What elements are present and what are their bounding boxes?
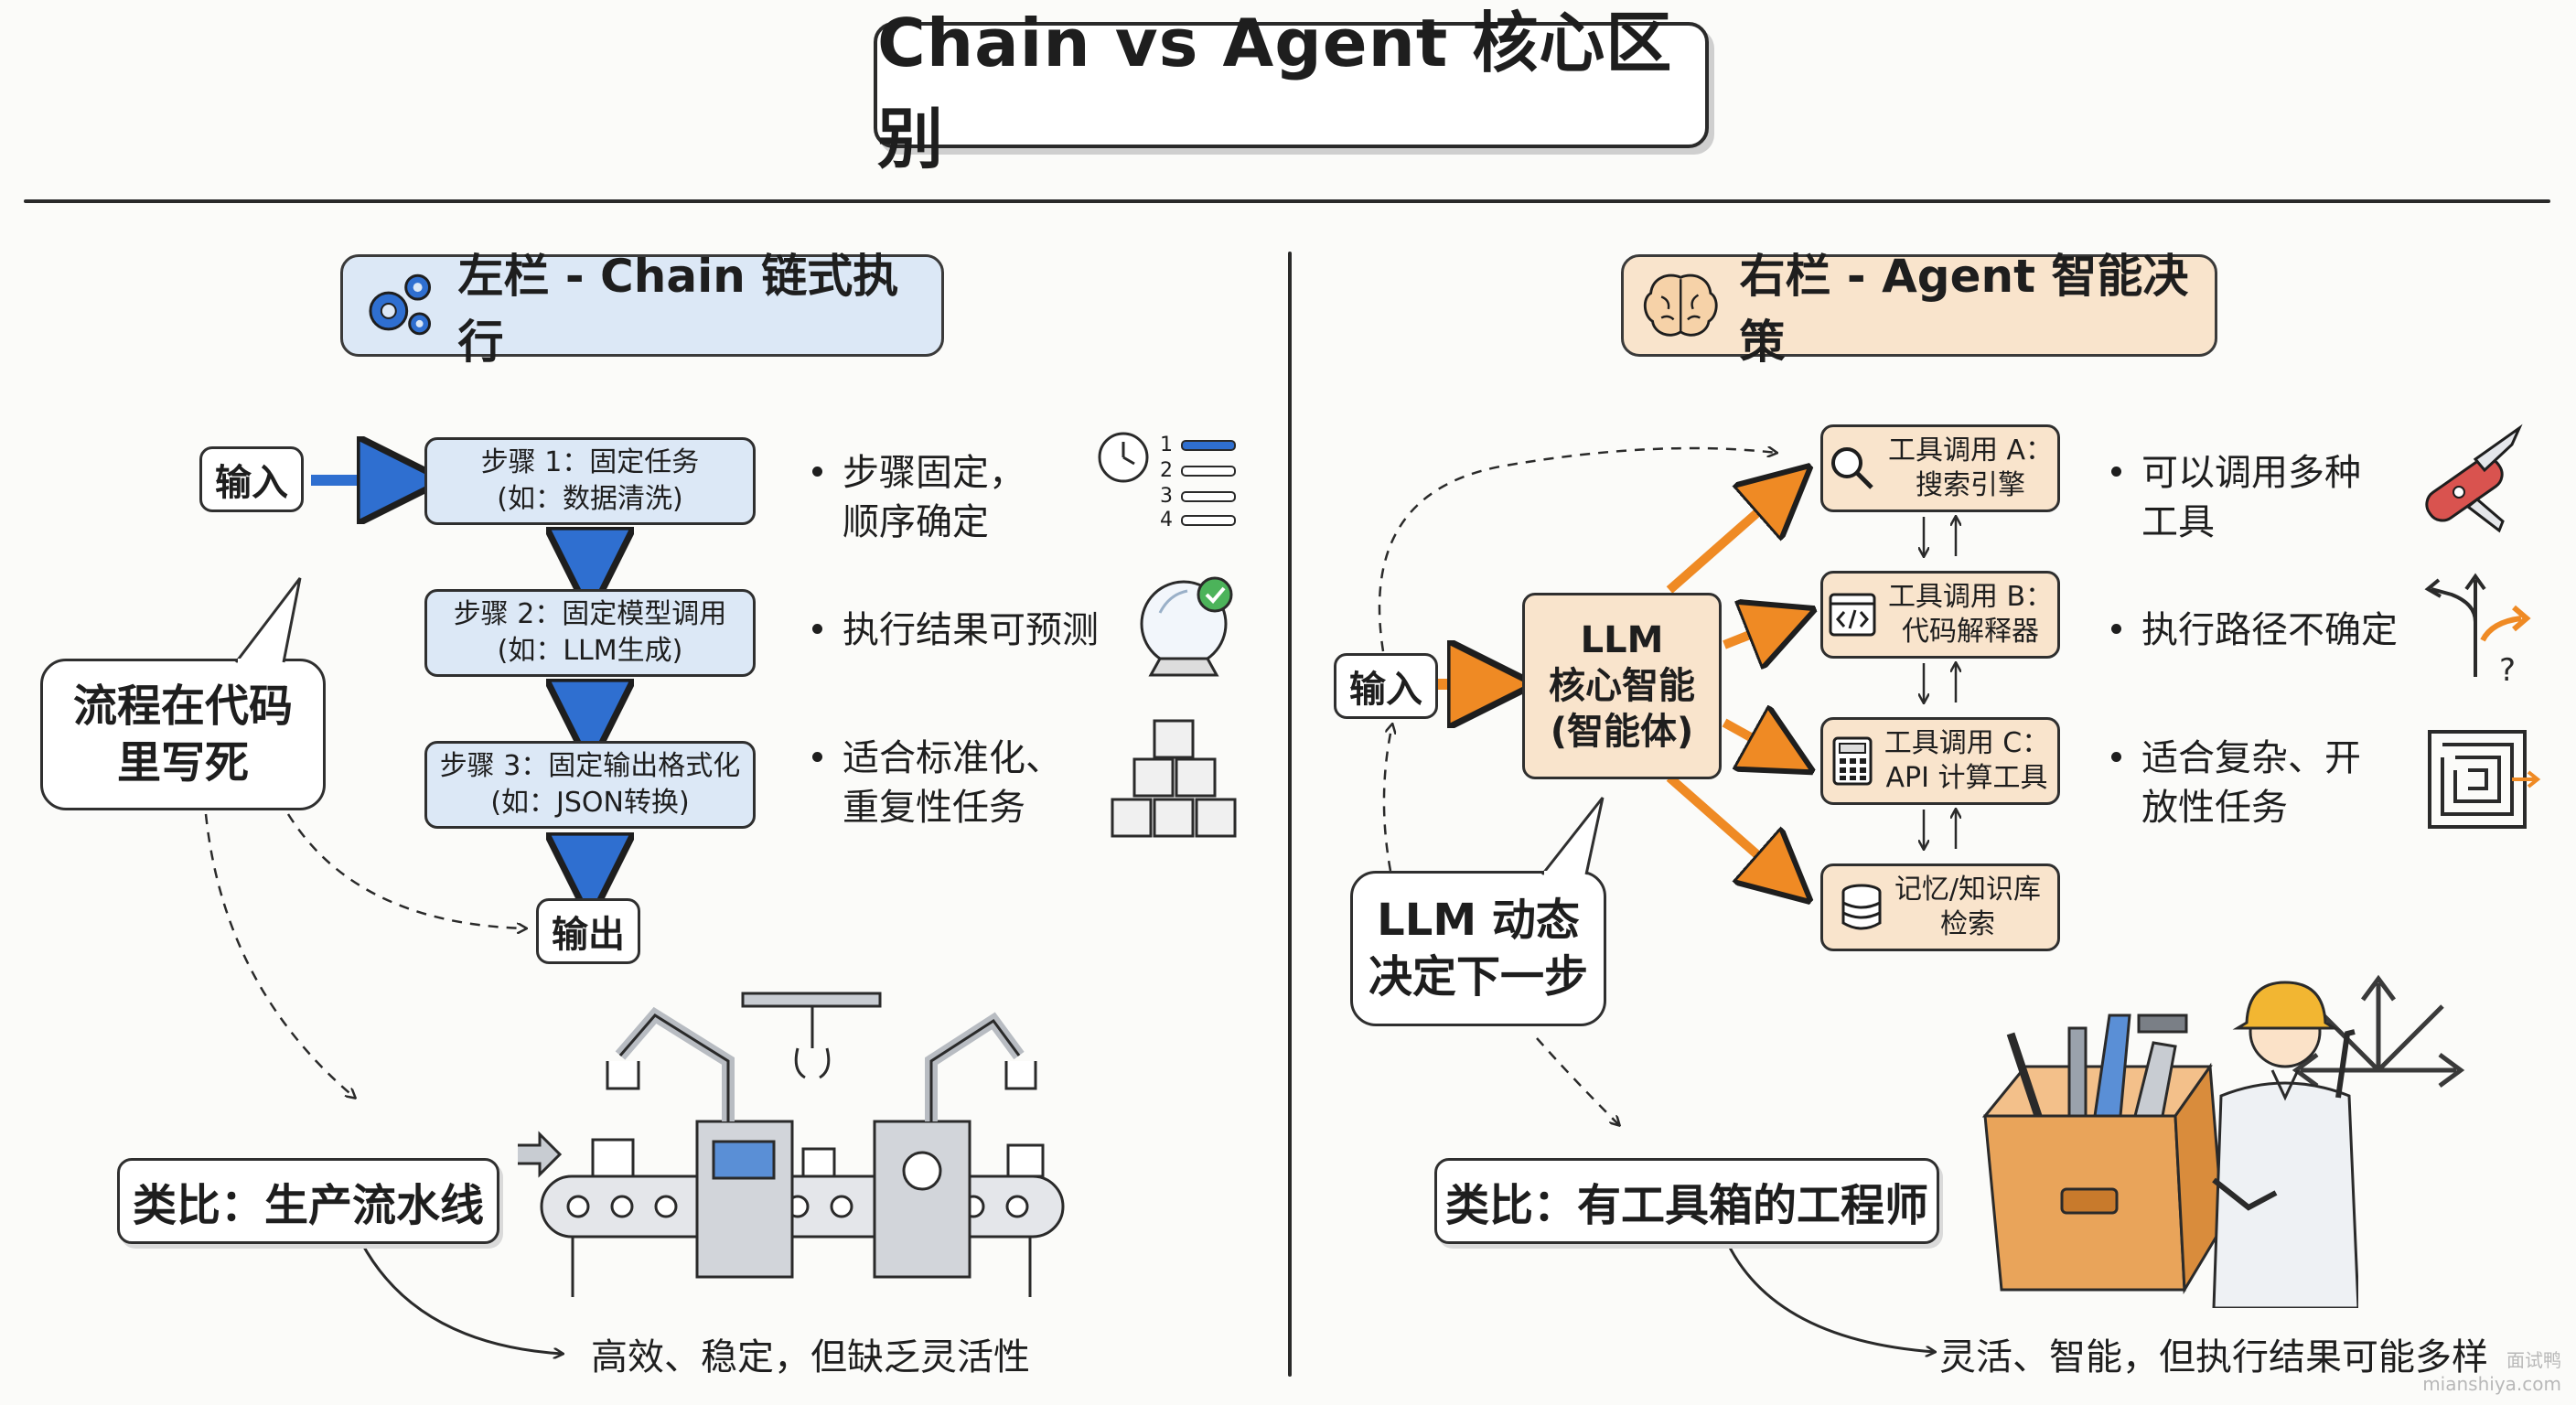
chain-input-node: 输入 [199, 446, 304, 512]
agent-arrows [1438, 489, 1784, 878]
agent-bullet-1: 可以调用多种 工具 [2111, 448, 2361, 547]
agent-bullet-2: 执行路径不确定 [2111, 606, 2398, 655]
database-icon [1841, 884, 1882, 930]
tool-search-engine: 工具调用 A：搜索引擎 [1820, 424, 2060, 512]
tool-code-interpreter: 工具调用 B：代码解释器 [1820, 571, 2060, 659]
code-icon [1829, 593, 1876, 637]
chain-step-3: 步骤 3：固定输出格式化 (如：JSON转换) [424, 741, 756, 829]
agent-header-text: 右栏 - Agent 智能决策 [1739, 250, 2189, 369]
chain-bullet-2: 执行结果可预测 [812, 606, 1099, 655]
tool-memory-retrieval: 记忆/知识库检索 [1820, 863, 2060, 951]
right-dashed-lines [1378, 448, 1776, 1125]
swiss-knife-icon [2425, 424, 2523, 533]
chain-analogy: 类比：生产流水线 [117, 1158, 499, 1244]
left-conclusion-arrow [360, 1241, 563, 1354]
crystal-ball-icon [1140, 576, 1233, 677]
chain-arrows [311, 480, 590, 876]
agent-speech-bubble: LLM 动态 决定下一步 [1350, 871, 1606, 1026]
agent-conclusion: 灵活、智能，但执行结果可能多样 [1939, 1336, 2488, 1378]
chain-bullet-1: 步骤固定， 顺序确定 [812, 448, 1025, 547]
left-dashed-lines [204, 813, 526, 1098]
calculator-icon [1832, 736, 1873, 786]
gears-icon [369, 273, 432, 336]
branching-paths-icon: ? [2424, 573, 2531, 686]
clock-list-icon: 1 2 3 4 [1094, 430, 1250, 531]
column-divider [1288, 252, 1292, 1377]
title-divider [24, 199, 2550, 203]
chain-bullet-3: 适合标准化、 重复性任务 [812, 734, 1062, 832]
chain-output-node: 输出 [536, 898, 640, 964]
right-conclusion-arrow [1725, 1241, 1935, 1352]
chain-speech-bubble: 流程在代码 里写死 [40, 659, 326, 810]
engineer-toolbox-illustration [1981, 981, 2358, 1308]
chain-header: 左栏 - Chain 链式执行 [340, 250, 944, 369]
chain-step-1: 步骤 1：固定任务 (如：数据清洗) [424, 437, 756, 525]
watermark: 面试鸭 mianshiya.com [2422, 1349, 2561, 1395]
llm-core-node: LLM 核心智能 (智能体) [1522, 593, 1722, 779]
tool-api-calculator: 工具调用 C：API 计算工具 [1820, 717, 2060, 805]
tool-interlinks [1924, 517, 1956, 849]
svg-text:?: ? [2499, 652, 2516, 686]
chain-bubble-tail [234, 577, 302, 664]
chain-step-2: 步骤 2：固定模型调用 (如：LLM生成) [424, 589, 756, 677]
brain-icon [1643, 273, 1718, 337]
agent-bubble-tail [1540, 797, 1605, 876]
cubes-icon [1111, 719, 1237, 838]
magnifier-icon [1830, 447, 1873, 489]
chain-conclusion: 高效、稳定，但缺乏灵活性 [591, 1336, 1030, 1378]
maze-icon [2428, 730, 2541, 829]
agent-bullet-3: 适合复杂、开 放性任务 [2111, 734, 2361, 832]
agent-analogy: 类比：有工具箱的工程师 [1434, 1158, 1939, 1244]
chain-header-text: 左栏 - Chain 链式执行 [457, 250, 899, 369]
agent-input-node: 输入 [1334, 653, 1438, 719]
assembly-line-illustration [518, 992, 1065, 1297]
agent-header: 右栏 - Agent 智能决策 [1621, 250, 2217, 369]
